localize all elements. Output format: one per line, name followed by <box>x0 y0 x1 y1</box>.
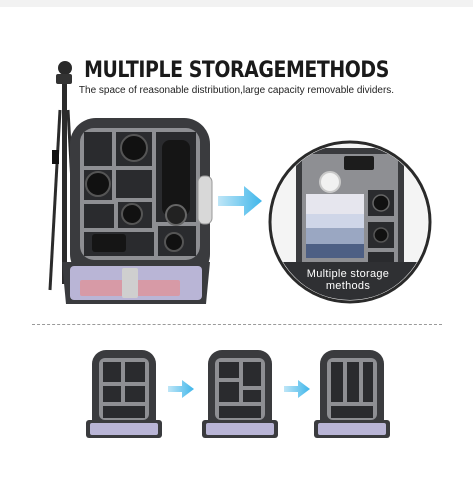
arrow-right-icon <box>284 380 310 398</box>
backpack-layout-3 <box>314 350 390 438</box>
backpack-layout-2 <box>202 350 278 438</box>
zoom-callout-circle <box>268 140 432 304</box>
backpack-layout-1 <box>86 350 162 438</box>
zoom-label-line1: Multiple storage <box>306 268 390 280</box>
zoom-label-line2: methods <box>325 280 371 292</box>
arrow-right-icon <box>168 380 194 398</box>
main-backpack-illustration <box>62 118 213 304</box>
zoom-callout-label: Multiple storage methods <box>288 268 408 292</box>
arrow-right-icon <box>218 186 262 216</box>
dashed-divider <box>32 324 442 325</box>
page-title: MULTIPLE STORAGEMETHODS <box>84 58 389 83</box>
page-subtitle: The space of reasonable distribution,lar… <box>78 85 395 96</box>
top-strip <box>0 0 473 7</box>
